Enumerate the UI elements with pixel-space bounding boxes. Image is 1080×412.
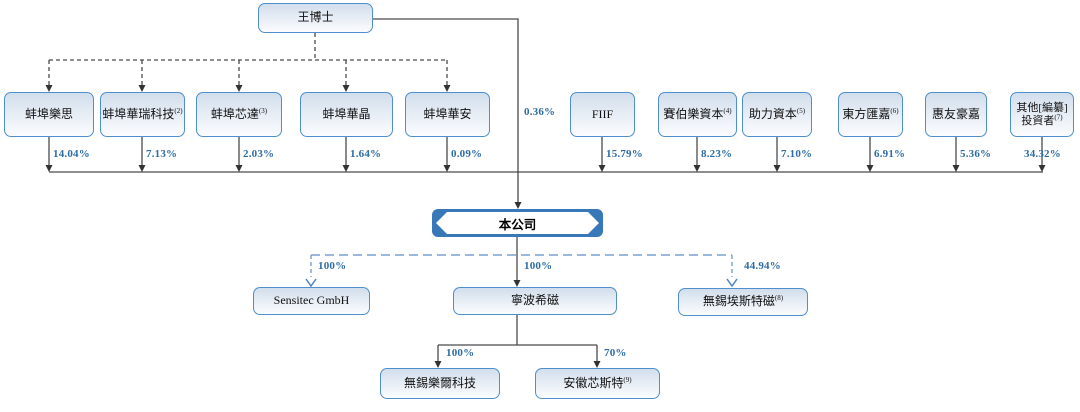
subsidiary-box-wuxi-leer: 無錫樂爾科技 [380,368,500,399]
subsidiary-label: Sensitec GmbH [273,293,350,308]
subsidiary-pct: 100% [524,260,553,272]
ownership-pct: 7.13% [146,148,178,160]
founder-direct-pct: 0.36% [524,106,556,118]
ownership-pct: 6.91% [874,148,906,160]
shareholder-box-bengbu-huajing: 蚌埠華晶 [300,92,393,137]
subsidiary-pct: 100% [318,260,347,272]
shareholder-label: 蚌埠樂思 [24,106,73,121]
ownership-pct: 5.36% [960,148,992,160]
footnote-ref: (2) [174,106,183,115]
subsidiary-box-sensitec: Sensitec GmbH [253,287,370,315]
ownership-pct: 0.09% [451,148,483,160]
shareholder-label: 蚌埠華晶 [322,106,371,121]
shareholder-box-huiyou: 惠友豪嘉 [925,92,987,137]
subsidiary-label: 安徽芯斯特 [563,375,624,390]
shareholder-label: 助力資本 [748,106,797,121]
shareholder-label: 賽伯樂資本 [663,106,724,121]
shareholder-box-other-investors: 其他[編纂] 投資者(7) [1010,92,1074,137]
subsidiary-label: 寧波希磁 [510,293,559,308]
footnote-ref: (6) [890,106,899,115]
shareholder-label: 東方匯嘉 [842,106,891,121]
footnote-ref: (7) [1054,112,1063,121]
shareholder-label-line2: 投資者 [1021,114,1055,127]
ownership-pct: 34.32% [1024,148,1061,160]
ownership-pct: 2.03% [243,148,275,160]
shareholder-box-bengbu-xinda: 蚌埠芯達(3) [196,92,282,137]
ownership-pct: 7.10% [781,148,813,160]
shareholder-label: FIIF [591,106,614,121]
footnote-ref: (8) [774,294,784,303]
company-hexagon: 本公司 [436,212,599,234]
subsidiary-pct: 100% [446,347,475,359]
shareholder-box-bengbu-huarui: 蚌埠華瑞科技(2) [100,92,185,137]
subsidiary-box-wuxi-est: 無錫埃斯特磁(8) [678,288,808,316]
ownership-pct: 14.04% [53,148,90,160]
subsidiary-label: 無錫樂爾科技 [403,375,476,390]
footnote-ref: (4) [723,106,732,115]
footnote-ref: (9) [623,375,632,384]
subsidiary-label: 無錫埃斯特磁 [702,294,775,309]
subsidiary-pct: 44.94% [744,260,781,272]
subsidiary-box-anhui-xinsite: 安徽芯斯特(9) [535,368,660,399]
company-label: 本公司 [498,217,537,232]
shareholder-box-bengbu-huaan: 蚌埠華安 [405,92,490,137]
ownership-pct: 1.64% [350,148,382,160]
founder-box: 王博士 [258,3,373,33]
arrowheads [45,85,1046,368]
shareholder-label: 蚌埠芯達 [210,106,259,121]
founder-label: 王博士 [297,10,334,25]
footnote-ref: (5) [796,106,806,115]
shareholder-box-zhuli: 助力資本(5) [742,92,812,137]
ownership-pct: 15.79% [606,148,643,160]
footnote-ref: (3) [258,106,268,115]
shareholder-box-bengbu-lesi: 蚌埠樂思 [4,92,94,137]
shareholder-box-saibole: 賽伯樂資本(4) [658,92,737,137]
shareholder-box-dongfang: 東方匯嘉(6) [838,92,903,137]
shareholder-label: 惠友豪嘉 [931,106,980,121]
shareholder-label: 蚌埠華瑞科技 [102,106,175,121]
blue-arrowheads [305,278,738,288]
shareholder-box-fiif: FIIF [570,92,635,137]
shareholder-label: 其他[編纂] [1016,101,1068,114]
company-box: 本公司 [432,209,603,237]
shareholder-label: 蚌埠華安 [423,106,472,121]
subsidiary-pct: 70% [604,347,627,359]
ownership-pct: 8.23% [701,148,733,160]
subsidiary-box-ningbo-xcmag: 寧波希磁 [453,287,617,315]
